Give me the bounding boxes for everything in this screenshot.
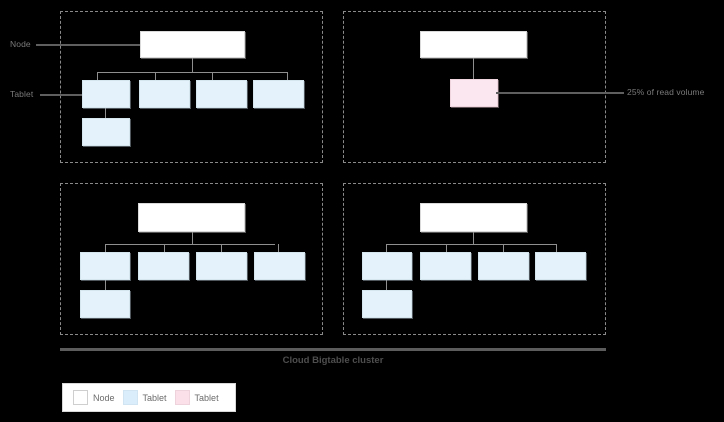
tablet-box-3-4[interactable]: [254, 252, 305, 280]
tablet-box-4-2[interactable]: [420, 252, 471, 280]
tablet-box-4-4[interactable]: [535, 252, 586, 280]
connector-node1-drop-4: [287, 72, 288, 80]
tablet-box-1-2[interactable]: [139, 80, 190, 108]
connector-node1-drop-2: [155, 72, 156, 80]
node-group-bottom-left: [60, 183, 323, 335]
tablet-label-leader: [40, 94, 85, 96]
hotspot-callout-label: 25% of read volume: [627, 87, 705, 97]
tablet-box-1-5[interactable]: [82, 118, 130, 146]
tablet-box-2-1[interactable]: [450, 79, 498, 107]
connector-node1-stem: [192, 58, 193, 72]
legend-swatch-hot-tablet-icon: [174, 390, 190, 405]
cluster-caption-rule: [60, 348, 606, 351]
connector-node3-bus: [105, 244, 275, 245]
legend: Node Tablet Tablet: [62, 383, 236, 412]
tablet-box-4-3[interactable]: [478, 252, 529, 280]
cluster-caption: Cloud Bigtable cluster: [282, 355, 384, 366]
connector-node4-drop-4: [556, 244, 557, 252]
connector-node1-drop-3: [212, 72, 213, 80]
node-box-1[interactable]: [140, 31, 245, 58]
connector-node3-stem: [192, 232, 193, 244]
node-box-2[interactable]: [420, 31, 527, 58]
node-group-top-left: [60, 11, 323, 163]
tablet-box-1-4[interactable]: [253, 80, 304, 108]
connector-node3-drop-3: [221, 244, 222, 252]
legend-item-tablet[interactable]: Tablet: [122, 390, 167, 405]
tablet-box-4-1[interactable]: [362, 252, 412, 280]
tablet-box-3-3[interactable]: [196, 252, 247, 280]
node-box-4[interactable]: [420, 203, 527, 232]
connector-node4-drop-3: [503, 244, 504, 252]
connector-node4-drop-1: [386, 244, 387, 252]
connector-node2-stem: [473, 58, 474, 79]
tablet-box-1-3[interactable]: [196, 80, 247, 108]
node-group-bottom-right: [343, 183, 606, 335]
legend-label-tablet: Tablet: [142, 392, 167, 403]
node-group-top-right: [343, 11, 606, 163]
connector-node4-bus: [386, 244, 556, 245]
legend-item-node[interactable]: Node: [73, 390, 115, 405]
tablet-box-4-5[interactable]: [362, 290, 412, 318]
tablet-label: Tablet: [10, 89, 34, 99]
legend-item-hot-tablet[interactable]: Tablet: [174, 390, 219, 405]
connector-node4-drop-5: [386, 280, 387, 290]
tablet-box-3-5[interactable]: [80, 290, 130, 318]
legend-swatch-node-icon: [73, 390, 88, 405]
connector-node3-drop-2: [164, 244, 165, 252]
connector-node1-drop-1: [97, 72, 98, 80]
connector-node3-drop-4: [278, 244, 279, 252]
connector-node1-bus: [97, 72, 287, 73]
legend-label-node: Node: [93, 392, 115, 403]
tablet-box-1-1[interactable]: [82, 80, 130, 108]
legend-label-hot-tablet: Tablet: [194, 392, 219, 403]
tablet-box-3-2[interactable]: [138, 252, 189, 280]
connector-node4-stem: [473, 232, 474, 244]
connector-node3-drop-1: [105, 244, 106, 252]
node-box-3[interactable]: [138, 203, 245, 232]
hotspot-callout-leader: [496, 92, 624, 94]
legend-swatch-tablet-icon: [122, 390, 138, 405]
connector-node4-drop-2: [446, 244, 447, 252]
node-label-leader: [36, 44, 141, 46]
connector-node1-drop-5: [105, 108, 106, 118]
tablet-box-3-1[interactable]: [80, 252, 130, 280]
connector-node3-drop-5: [105, 280, 106, 290]
node-label: Node: [10, 39, 31, 49]
